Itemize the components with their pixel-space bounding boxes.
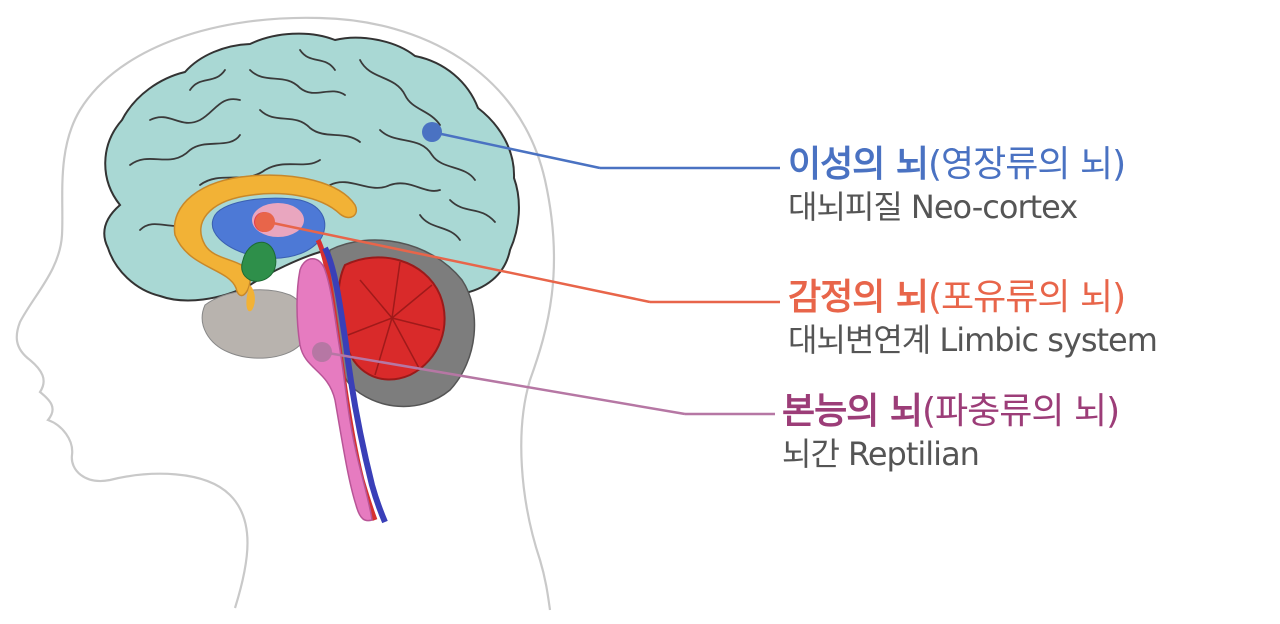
marker-dot-limbic <box>255 212 275 232</box>
label-reptilian-paren: (파충류의 뇌) <box>922 391 1120 432</box>
label-limbic-name: 감정의 뇌 <box>788 277 929 318</box>
label-reptilian-subtitle: 뇌간 Reptilian <box>782 435 980 473</box>
pituitary <box>246 285 255 312</box>
label-limbic-subtitle: 대뇌변연계 Limbic system <box>788 321 1158 359</box>
brainstem-vessel-blue <box>322 246 388 524</box>
label-limbic-title: 감정의 뇌(포유류의 뇌) <box>788 276 1157 320</box>
label-reptilian-name: 본능의 뇌 <box>782 391 923 432</box>
head-outline <box>15 16 556 611</box>
cerebellum-folds <box>347 261 441 376</box>
label-neocortex-name: 이성의 뇌 <box>788 144 929 185</box>
label-neocortex-title: 이성의 뇌(영장류의 뇌) <box>788 143 1126 187</box>
label-reptilian-title: 본능의 뇌(파충류의 뇌) <box>782 390 1120 434</box>
leader-line-neo <box>431 130 601 170</box>
marker-dot-neo <box>422 122 442 142</box>
brainstem <box>296 258 373 522</box>
label-neocortex-subtitle: 대뇌피질 Neo-cortex <box>788 188 1078 226</box>
amygdala <box>241 242 277 282</box>
label-neocortex: 이성의 뇌(영장류의 뇌) 대뇌피질 Neo-cortex <box>788 143 1126 227</box>
label-reptilian: 본능의 뇌(파충류의 뇌) 뇌간 Reptilian <box>782 390 1120 474</box>
leader-line-reptilian <box>321 350 686 416</box>
leader-line-limbic <box>267 220 651 304</box>
label-limbic: 감정의 뇌(포유류의 뇌) 대뇌변연계 Limbic system <box>788 276 1158 360</box>
cingulate-gyrus <box>173 174 357 297</box>
label-neocortex-paren: (영장류의 뇌) <box>928 144 1126 185</box>
marker-dot-reptilian <box>312 342 332 362</box>
label-limbic-paren: (포유류의 뇌) <box>928 277 1126 318</box>
